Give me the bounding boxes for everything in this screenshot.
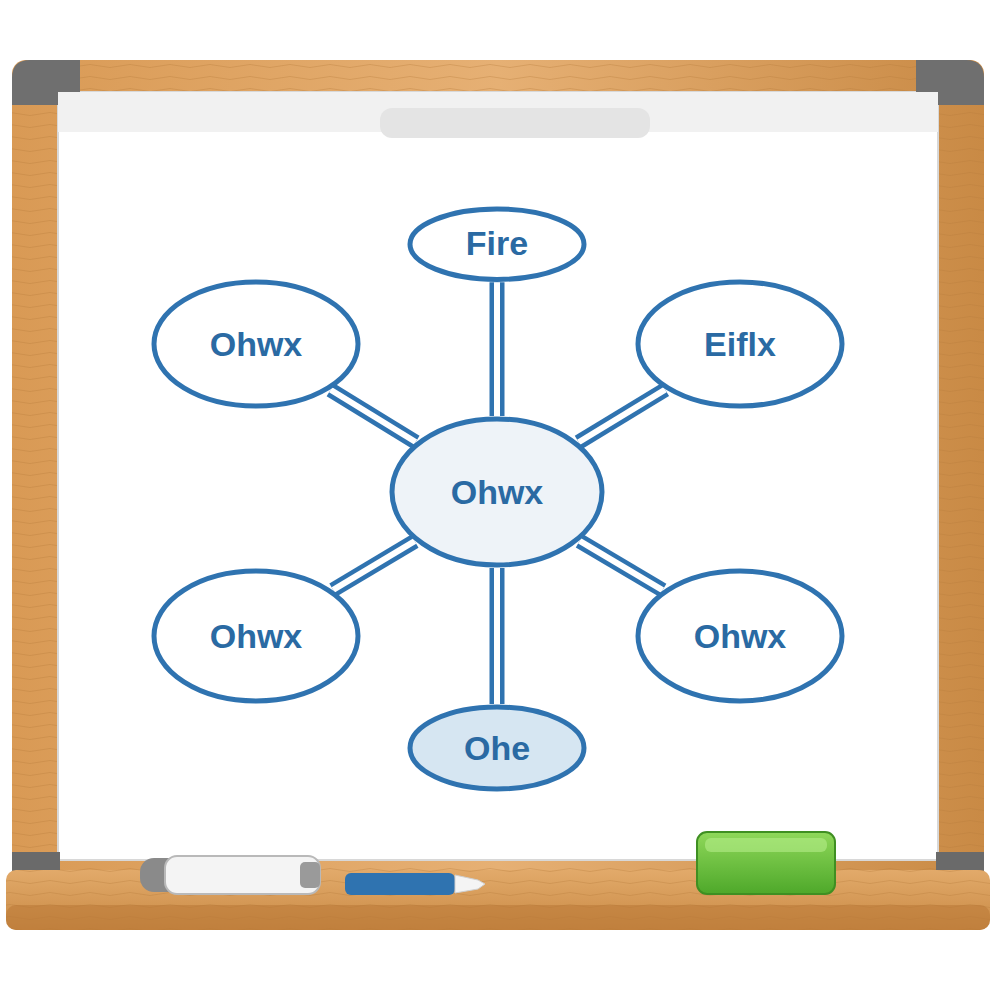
double-line-connector (579, 390, 665, 443)
node-label: Ohwx (210, 325, 303, 364)
connector-outer (331, 390, 416, 442)
ellipse-shape (638, 571, 842, 701)
ellipse-shape (154, 282, 358, 406)
connector-inner (333, 541, 415, 590)
double-line-connector (497, 282, 498, 416)
connector-inner (331, 390, 416, 442)
double-line-connector (580, 541, 663, 590)
board-glare (380, 108, 650, 138)
board-frame (12, 60, 984, 870)
board-eraser (697, 832, 835, 894)
connector-outer (490, 568, 505, 704)
double-line-connector (333, 541, 415, 590)
connector-inner (494, 282, 500, 416)
node-label: Eiflx (704, 325, 776, 364)
ellipse-node: Ohwx (151, 279, 361, 409)
corner-cap (916, 60, 984, 105)
connector-outer (580, 541, 663, 590)
node-label: Ohe (464, 729, 530, 768)
node-label: Fire (466, 224, 528, 263)
ellipse-node: Ohwx (151, 568, 361, 704)
connector-inner (580, 541, 663, 590)
connector-outer (333, 541, 415, 590)
ellipse-shape (638, 282, 842, 406)
corner-cap (12, 60, 80, 105)
ellipse-node: Ohe (407, 704, 587, 792)
eraser-highlight (705, 838, 827, 852)
blue-marker (345, 873, 455, 895)
connector-inner (494, 568, 500, 704)
white-marker (165, 856, 320, 894)
marker-tip (455, 875, 485, 893)
ellipse-node: Eiflx (635, 279, 845, 409)
ellipse-node: Fire (407, 206, 587, 282)
node-label: Ohwx (451, 473, 544, 512)
ellipse-shape (410, 707, 584, 789)
ellipse-shape (154, 571, 358, 701)
board-surface (58, 92, 938, 860)
connector-inner (579, 390, 665, 443)
double-line-connector (497, 568, 498, 704)
ellipse-shape (410, 209, 584, 279)
node-label: Ohwx (210, 617, 303, 656)
marker-end (300, 862, 320, 888)
ellipse-node: Ohwx (389, 416, 605, 568)
wood-grain (12, 60, 984, 870)
ellipse-node: Ohwx (635, 568, 845, 704)
ellipse-shape (392, 419, 602, 565)
connector-outer (579, 390, 665, 443)
tray-front (6, 905, 990, 930)
double-line-connector (331, 390, 416, 442)
connector-outer (490, 282, 505, 416)
node-label: Ohwx (694, 617, 787, 656)
